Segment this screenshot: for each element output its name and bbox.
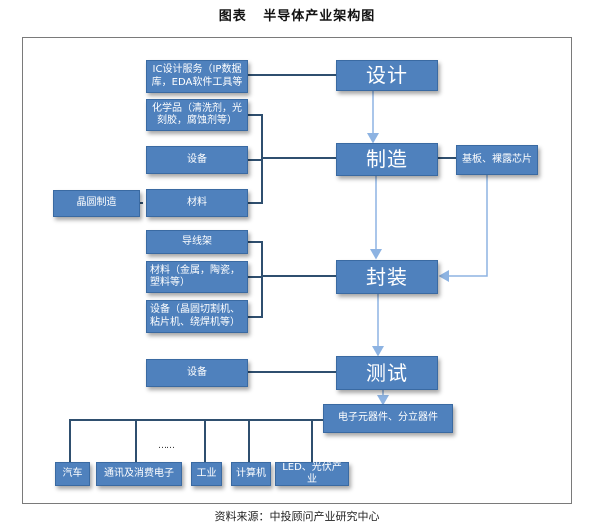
manufacture-materials-box: 材料: [146, 189, 248, 217]
lead-frame-box: 导线架: [146, 230, 248, 254]
wafer-manufacturing-box: 晶圆制造: [53, 190, 140, 217]
test-equipment-box: 设备: [146, 359, 248, 387]
application-industry: 工业: [191, 462, 222, 486]
stage-test: 测试: [336, 356, 438, 390]
arrow-substrate-to-package: [438, 175, 488, 282]
output-components-box: 电子元器件、分立器件: [323, 404, 453, 433]
bracket-package-inputs: [248, 241, 263, 318]
package-materials-box: 材料（金属，陶瓷，塑料等）: [146, 261, 248, 293]
stage-design: 设计: [336, 60, 438, 91]
package-equipment-box: 设备（晶圆切割机、粘片机、绕焊机等）: [146, 300, 248, 333]
applications-bus: [69, 419, 323, 462]
ellipsis-label: ……: [158, 441, 175, 451]
stage-package: 封装: [336, 260, 438, 294]
chemicals-box: 化学品（清洗剂，光刻胶，腐蚀剂等）: [146, 99, 248, 131]
ic-design-service-box: IC设计服务（IP数据库，EDA软件工具等: [146, 60, 248, 93]
figure-title: 图表 半导体产业架构图: [218, 9, 376, 24]
diagram-frame: [22, 37, 572, 504]
application-computer: 计算机: [231, 462, 271, 486]
application-automotive: 汽车: [55, 462, 90, 486]
bracket-manufacture-inputs: [248, 114, 263, 204]
application-led-pv: LED、光伏产业: [275, 462, 349, 486]
application-consumer-electronics: 通讯及消费电子: [96, 462, 182, 486]
manufacture-equipment-box: 设备: [146, 146, 248, 174]
substrate-chip-box: 基板、裸露芯片: [456, 145, 538, 175]
source-note: 资料来源：中投顾问产业研究中心: [214, 510, 380, 523]
stage-manufacture: 制造: [336, 143, 438, 176]
